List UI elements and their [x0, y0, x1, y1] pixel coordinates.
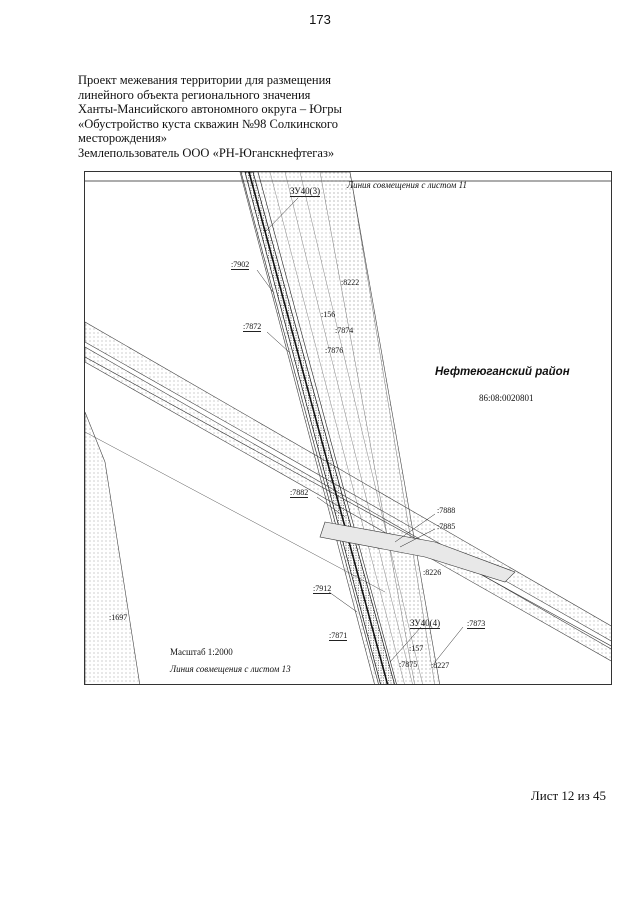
- parcel-label: :157: [409, 644, 424, 653]
- parcel-label: :7872: [243, 322, 262, 332]
- parcel-label: :7873: [467, 619, 486, 629]
- cadastral-quarter: 86:08:0020801: [479, 393, 534, 403]
- road-crossing: [319, 521, 516, 583]
- region-name: Нефтеюганский район: [435, 366, 570, 378]
- pipeline-axis: [248, 172, 389, 684]
- crossing-line: [85, 356, 611, 647]
- alignment-line-bottom: Линия совмещения с листом 13: [170, 664, 291, 674]
- header-line-6: Землепользователь ООО «РН-Юганскнефтегаз…: [78, 145, 335, 160]
- parcel-label: :7888: [437, 506, 456, 515]
- sheet-number: Лист 12 из 45: [530, 788, 606, 803]
- map-frame[interactable]: Линия совмещения с листом 11 ЗУ40(3) ЗУ4…: [84, 171, 612, 685]
- pipeline-route: [244, 172, 395, 684]
- header-line-1: Проект межевания территории для размещен…: [78, 73, 332, 87]
- page-number: 173: [309, 12, 331, 27]
- left-wedge-area: [85, 411, 140, 684]
- header-line-3: Ханты-Мансийского автономного округа – Ю…: [78, 102, 342, 116]
- map-drawing: [85, 172, 611, 684]
- parcel-label: :7876: [325, 346, 344, 355]
- parcel-label: :7882: [290, 488, 309, 498]
- main-corridor-area: [239, 172, 440, 684]
- map-scale: Масштаб 1:2000: [170, 647, 233, 657]
- header-line-4: «Обустройство куста скважин №98 Солкинск…: [78, 116, 338, 131]
- parcel-label: :7874: [335, 326, 354, 335]
- pipeline-edge-right: [257, 172, 397, 684]
- alignment-line-top: Линия совмещения с листом 11: [347, 180, 467, 190]
- parcel-label: :7871: [329, 631, 348, 641]
- secondary-diagonal: [85, 431, 386, 593]
- right-corridor-strip: [319, 172, 435, 684]
- document-header: Проект межевания территории для размещен…: [78, 73, 458, 160]
- parcel-label: :1697: [109, 613, 128, 622]
- header-line-2: линейного объекта регионального значения: [78, 87, 311, 102]
- land-plot-label: ЗУ40(4): [410, 618, 441, 629]
- pipeline-edge-left: [240, 172, 379, 684]
- land-plot-label: ЗУ40(3): [290, 186, 321, 197]
- header-line-5: месторождения»: [78, 131, 167, 145]
- parcel-label: :7912: [313, 584, 332, 594]
- parcel-label: :7875: [399, 660, 418, 669]
- parcel-label: :8226: [423, 568, 442, 577]
- parcel-label: :7902: [231, 260, 250, 270]
- parcel-label: :8222: [341, 278, 360, 287]
- parcel-label: :8227: [431, 661, 450, 670]
- parcel-label: :7885: [437, 522, 456, 531]
- parcel-label: :156: [321, 310, 336, 319]
